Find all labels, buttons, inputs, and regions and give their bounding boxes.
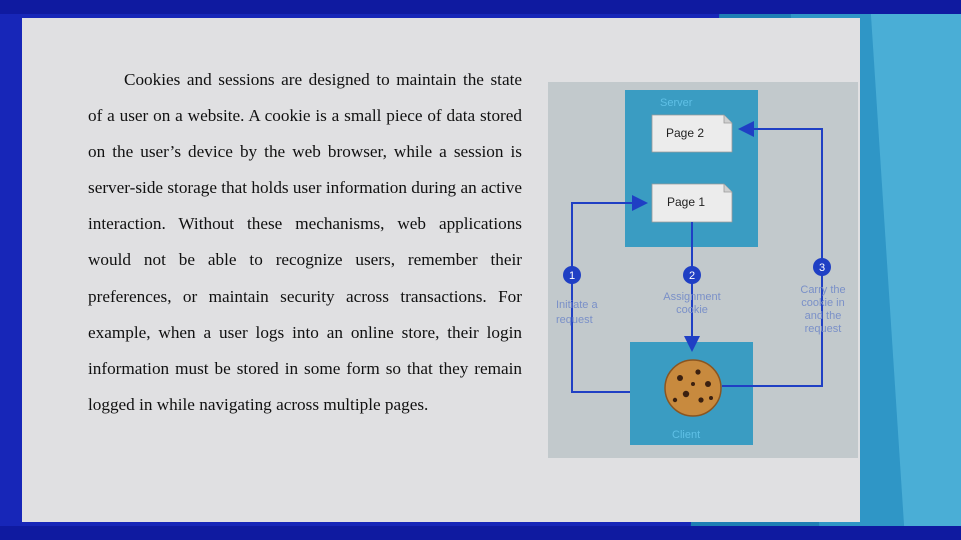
- step-1-line-2: request: [556, 314, 593, 326]
- step-3-badge: [813, 258, 831, 276]
- client-label: Client: [672, 429, 700, 441]
- page-icon: [651, 114, 733, 153]
- step-3-line-3: and the: [805, 310, 842, 322]
- cookie-icon: [664, 359, 722, 417]
- body-paragraph: Cookies and sessions are designed to mai…: [88, 70, 522, 414]
- step-2-line-1: Assignment: [663, 291, 720, 303]
- step-1-number: 1: [569, 270, 575, 282]
- step-3-line-4: request: [805, 323, 842, 335]
- step-2-badge: [683, 266, 701, 284]
- cookie-session-diagram: Server Page 2 Page 1 Client 1 Initiate a…: [548, 82, 858, 458]
- page-1-label: Page 1: [667, 195, 705, 209]
- step-3-line-1: Carry the: [800, 284, 845, 296]
- step-3-line-2: cookie in: [801, 297, 844, 309]
- step-2-number: 2: [689, 270, 695, 282]
- page-2-label: Page 2: [666, 126, 704, 140]
- step-1-line-1: Initiate a: [556, 299, 598, 311]
- page-icon: [651, 183, 733, 223]
- step-3-number: 3: [819, 262, 825, 274]
- arrow-carry-cookie: [722, 121, 823, 387]
- arrow-initiate-request: [571, 195, 648, 393]
- step-1-badge: [563, 266, 581, 284]
- step-2-line-2: cookie: [676, 304, 708, 316]
- server-label: Server: [660, 97, 693, 109]
